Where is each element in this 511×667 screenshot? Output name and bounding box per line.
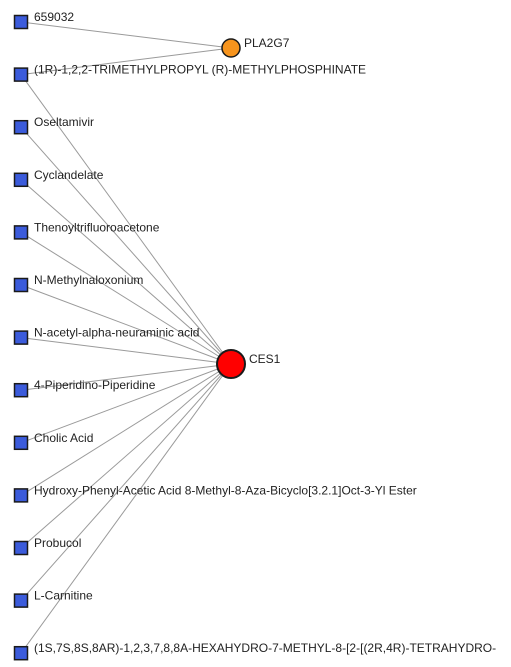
drug-node-7[interactable] [13, 330, 29, 345]
gene-node-pla2g7[interactable] [221, 38, 241, 58]
gene-label-ces1: CES1 [249, 352, 281, 366]
drug-label-7: N-acetyl-alpha-neuraminic acid [34, 326, 199, 340]
edge-11-ces1 [20, 363, 232, 549]
edge-12-ces1 [20, 363, 232, 601]
edges-layer [20, 21, 232, 654]
edge-9-ces1 [20, 363, 232, 444]
drug-label-6: N-Methylnaloxonium [34, 273, 143, 287]
edge-7-ces1 [20, 337, 232, 365]
edge-5-ces1 [20, 231, 232, 365]
drug-label-8: 4-Piperidino-Piperidine [34, 378, 156, 392]
gene-node-ces1[interactable] [216, 349, 246, 379]
edge-4-ces1 [20, 179, 232, 365]
drug-node-4[interactable] [13, 172, 29, 188]
drug-node-8[interactable] [13, 382, 29, 398]
drug-node-5[interactable] [13, 225, 29, 240]
drug-label-12: L-Carnitine [34, 589, 93, 603]
edge-10-ces1 [20, 363, 232, 496]
drug-label-4: Cyclandelate [34, 168, 104, 182]
drug-node-11[interactable] [13, 540, 29, 556]
edge-3-ces1 [20, 126, 232, 365]
drug-label-3: Oseltamivir [34, 115, 94, 129]
drug-node-3[interactable] [13, 119, 29, 135]
drug-node-2[interactable] [13, 67, 29, 82]
edge-2-ces1 [20, 74, 232, 365]
drug-node-13[interactable] [13, 645, 29, 661]
labels-layer: 659032 (1R)-1,2,2-TRIMETHYLPROPYL (R)-MET… [34, 10, 496, 655]
drug-node-12[interactable] [13, 593, 29, 608]
drug-node-9[interactable] [13, 435, 29, 451]
drug-label-10: Hydroxy-Phenyl-Acetic Acid 8-Methyl-8-Az… [34, 483, 417, 497]
drug-label-2: (1R)-1,2,2-TRIMETHYLPROPYL (R)-METHYLPHO… [34, 63, 366, 77]
edge-1-pla2g7 [20, 21, 232, 49]
drug-label-1: 659032 [34, 10, 74, 24]
edge-13-ces1 [20, 363, 232, 654]
drug-node-10[interactable] [13, 488, 29, 503]
nodes-layer [13, 14, 246, 661]
gene-label-pla2g7: PLA2G7 [244, 36, 290, 50]
edge-8-ces1 [20, 363, 232, 391]
edge-6-ces1 [20, 284, 232, 365]
drug-label-5: Thenoyltrifluoroacetone [34, 220, 160, 234]
drug-label-11: Probucol [34, 536, 81, 550]
drug-node-1[interactable] [13, 14, 29, 30]
edge-2-pla2g7 [20, 47, 232, 76]
drug-node-6[interactable] [13, 277, 29, 293]
drug-label-13: (1S,7S,8S,8AR)-1,2,3,7,8,8A-HEXAHYDRO-7-… [34, 641, 496, 655]
drug-label-9: Cholic Acid [34, 431, 93, 445]
